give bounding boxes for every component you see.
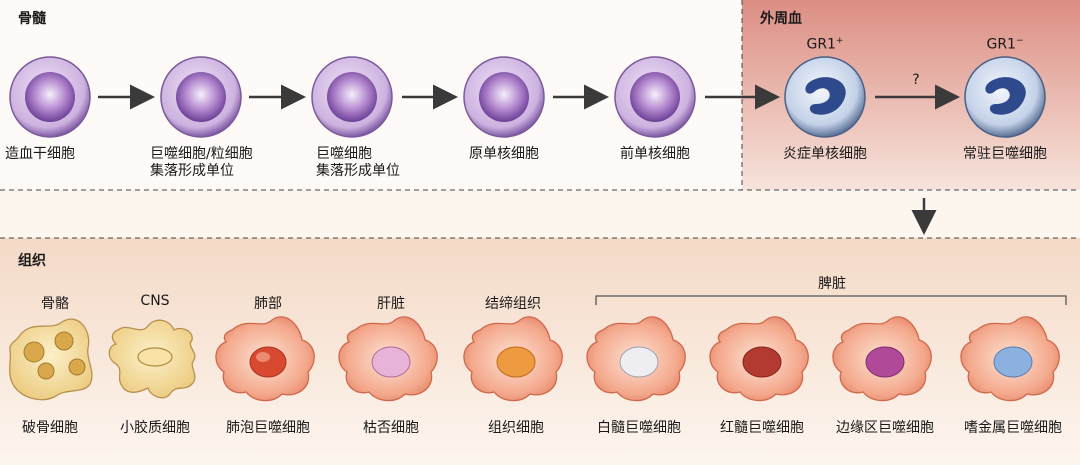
- marker-text: GR1: [806, 36, 836, 53]
- tissue-cell-alveolar: [215, 316, 315, 402]
- marker-gr1-positive: GR1+: [806, 36, 843, 53]
- marrow-label-3: 巨噬细胞 集落形成单位: [316, 146, 400, 179]
- section-title-tissue: 组织: [18, 253, 46, 269]
- tissue-label-alveolar: 肺泡巨噬细胞: [226, 420, 310, 436]
- marker-gr1-negative: GR1−: [986, 36, 1023, 53]
- tissue-header-connective: 结缔组织: [485, 296, 541, 312]
- tissue-label-marginal-zone: 边缘区巨噬细胞: [836, 420, 934, 436]
- tissue-label-osteoclast: 破骨细胞: [22, 420, 78, 436]
- tissue-label-white-pulp: 白髓巨噬细胞: [597, 420, 681, 436]
- tissue-cell-kupffer: [338, 316, 438, 402]
- marrow-label-5: 前单核细胞: [620, 146, 690, 162]
- blood-cell-inflammatory: [784, 56, 866, 138]
- section-title-peripheral-blood: 外周血: [760, 11, 802, 27]
- tissue-cell-microglia: [108, 319, 196, 399]
- marrow-label-2: 巨噬细胞/粒细胞 集落形成单位: [150, 146, 253, 179]
- marrow-cell-5: [614, 56, 696, 138]
- tissue-cell-histiocyte: [463, 316, 563, 402]
- marker-sign: −: [1015, 36, 1024, 46]
- tissue-cell-osteoclast: [9, 318, 93, 401]
- tissue-cell-metallophilic: [960, 316, 1060, 402]
- tissue-header-spleen: 脾脏: [818, 276, 846, 292]
- marrow-label-1: 造血干细胞: [5, 146, 75, 162]
- uncertain-mark: ?: [912, 72, 920, 88]
- tissue-header-bone: 骨骼: [41, 296, 69, 312]
- tissue-header-lung: 肺部: [254, 296, 282, 312]
- tissue-cell-white-pulp: [586, 316, 686, 402]
- marrow-cell-1: [9, 56, 91, 138]
- tissue-cell-red-pulp: [709, 316, 809, 402]
- tissue-label-histiocyte: 组织细胞: [488, 420, 544, 436]
- tissue-label-microglia: 小胶质细胞: [120, 420, 190, 436]
- section-title-bone-marrow: 骨髓: [18, 11, 46, 27]
- tissue-cell-marginal-zone: [832, 316, 932, 402]
- blood-cell-resident: [964, 56, 1046, 138]
- tissue-header-cns: CNS: [140, 293, 170, 309]
- tissue-header-liver: 肝脏: [377, 296, 405, 312]
- marrow-label-4: 原单核细胞: [469, 146, 539, 162]
- tissue-label-red-pulp: 红髓巨噬细胞: [720, 420, 804, 436]
- tissue-label-kupffer: 枯否细胞: [363, 420, 419, 436]
- marker-sign: +: [835, 36, 844, 46]
- tissue-label-metallophilic: 嗜金属巨噬细胞: [964, 420, 1062, 436]
- marker-text: GR1: [986, 36, 1016, 53]
- blood-label-resident: 常驻巨噬细胞: [963, 146, 1047, 162]
- marrow-cell-4: [463, 56, 545, 138]
- spleen-bracket: [595, 295, 1067, 305]
- blood-label-inflammatory: 炎症单核细胞: [783, 146, 867, 162]
- marrow-cell-2: [160, 56, 242, 138]
- marrow-cell-3: [311, 56, 393, 138]
